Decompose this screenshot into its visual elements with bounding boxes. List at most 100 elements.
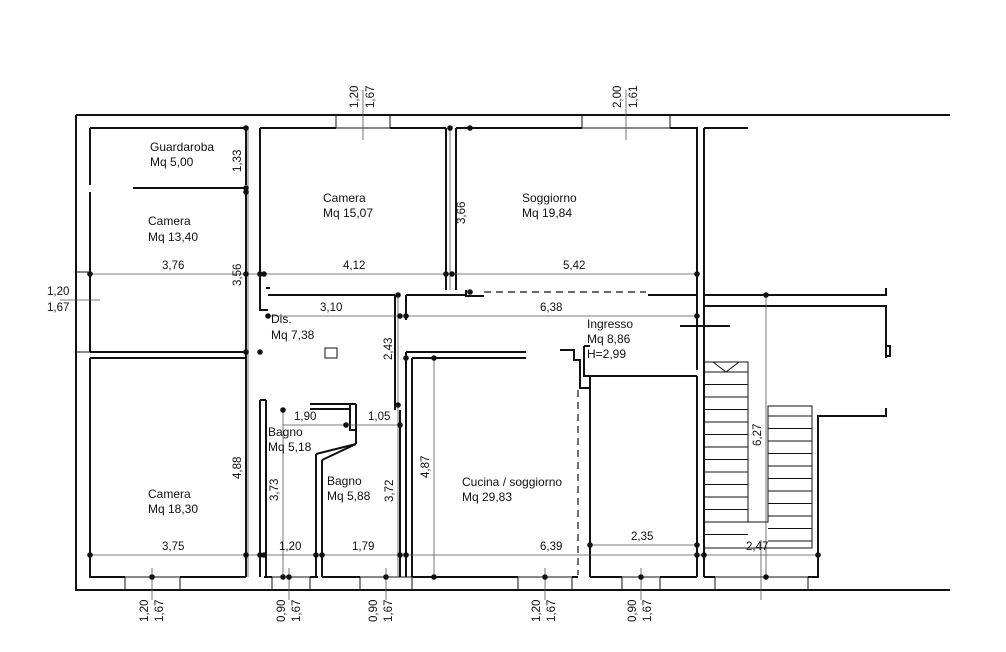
- dimension-dot: [694, 552, 700, 558]
- dimension-label: 4,87: [420, 456, 432, 478]
- dimension-dot: [243, 552, 249, 558]
- shaft-symbol: [324, 347, 338, 359]
- dimension-dot: [319, 552, 325, 558]
- dimension-dot: [257, 271, 263, 277]
- dimension-label: 3,66: [456, 202, 468, 224]
- room-name: Cucina / soggiorno: [462, 475, 562, 489]
- dimension-label: 3,76: [162, 260, 184, 272]
- dimension-dot: [280, 574, 286, 580]
- dimension-dot: [383, 574, 389, 580]
- dashed-lines: [484, 291, 646, 575]
- window-width-label: 0,90: [368, 600, 380, 622]
- dimension-label: 3,10: [320, 302, 342, 314]
- dimension-dot: [587, 542, 593, 548]
- dimension-label: 6,27: [752, 424, 764, 446]
- room-name: Soggiorno: [522, 191, 577, 205]
- dimension-dot: [149, 574, 155, 580]
- dimension-dot: [403, 355, 409, 361]
- dimension-dot: [243, 185, 249, 191]
- dimension-dot: [286, 574, 292, 580]
- dimension-label: 6,39: [540, 541, 562, 553]
- room-area: Mq 29,83: [462, 490, 512, 504]
- room-area: Mq 18,30: [148, 502, 198, 516]
- window-width-label: 2,00: [612, 86, 624, 108]
- dimension-dot: [397, 422, 403, 428]
- room-area: Mq 5,00: [150, 155, 194, 169]
- dimension-dot: [257, 349, 263, 355]
- dimension-label: 2,43: [383, 338, 395, 360]
- dimension-labels: 3,76 4,12 5,42 3,10 6,38 1,90 1,05 3,75 …: [162, 150, 768, 553]
- dimension-dot: [243, 189, 249, 195]
- dimension-label: 2,35: [631, 531, 653, 543]
- dimension-dot: [261, 271, 267, 277]
- room-name: Bagno: [327, 474, 362, 488]
- dimension-label: 3,75: [162, 541, 184, 553]
- dimension-label: 3,56: [232, 264, 244, 286]
- dimension-label: 1,05: [368, 411, 390, 423]
- window-width-label: 1,20: [349, 86, 361, 108]
- window-height-label: 1,61: [628, 86, 640, 108]
- window-width-label: 1,20: [139, 600, 151, 622]
- dimension-dot: [395, 402, 401, 408]
- room-name: Guardaroba: [150, 140, 214, 154]
- dimension-dot: [397, 552, 403, 558]
- dimension-label: 3,72: [384, 480, 396, 502]
- dimension-dot: [449, 271, 455, 277]
- dimension-dot: [763, 574, 769, 580]
- dimension-dot: [87, 552, 93, 558]
- dimension-dot: [397, 313, 403, 319]
- dimension-dot: [694, 271, 700, 277]
- dimension-dot: [257, 552, 263, 558]
- room-area: Mq 15,07: [323, 206, 373, 220]
- dimension-dot: [243, 125, 249, 131]
- dimension-dot: [431, 574, 437, 580]
- dimension-dot: [280, 407, 286, 413]
- dimension-dot: [313, 552, 319, 558]
- dimension-dot: [243, 271, 249, 277]
- room-area: Mq 5,88: [327, 489, 371, 503]
- window-width-label: 1,20: [531, 600, 543, 622]
- window-height-label: 1,67: [546, 600, 558, 622]
- dimension-dot: [431, 355, 437, 361]
- dimension-dot: [447, 125, 453, 131]
- window-height-label: 1,67: [365, 86, 377, 108]
- room-height: H=2,99: [587, 347, 626, 361]
- dimension-dot: [701, 552, 707, 558]
- window-height-label: 1,67: [642, 600, 654, 622]
- room-area: Mq 8,86: [587, 332, 631, 346]
- dimension-label: 6,38: [540, 302, 562, 314]
- dimension-label: 1,33: [232, 150, 244, 172]
- dimension-dot: [467, 289, 473, 295]
- window-width-label: 0,90: [276, 600, 288, 622]
- window-width-label: 1,20: [47, 286, 69, 298]
- window-height-label: 1,67: [383, 600, 395, 622]
- dimension-label: 1,79: [352, 541, 374, 553]
- dimension-dot: [395, 292, 401, 298]
- dimension-dot: [403, 313, 409, 319]
- dimension-label: 3,73: [269, 479, 281, 501]
- dimension-dots: [87, 125, 821, 580]
- dimension-dot: [694, 313, 700, 319]
- window-height-label: 1,67: [291, 600, 303, 622]
- dimension-dot: [87, 271, 93, 277]
- window-height-label: 1,67: [47, 302, 69, 314]
- dimension-dot: [694, 542, 700, 548]
- dimension-label: 1,90: [294, 411, 316, 423]
- dimension-dot: [243, 349, 249, 355]
- room-area: Mq 5,18: [268, 440, 312, 454]
- dimension-dot: [265, 313, 271, 319]
- dimension-label: 2,47: [746, 541, 768, 553]
- room-name: Camera: [148, 487, 191, 501]
- dimension-dot: [638, 574, 644, 580]
- room-name: Camera: [323, 191, 366, 205]
- dimension-dot: [261, 552, 267, 558]
- room-labels: Guardaroba Mq 5,00 Camera Mq 13,40 Camer…: [148, 140, 633, 516]
- dimension-dot: [542, 574, 548, 580]
- staircase: [704, 361, 813, 549]
- room-name: Bagno: [268, 425, 303, 439]
- dimension-dot: [815, 552, 821, 558]
- dimension-dot: [343, 422, 349, 428]
- dimension-label: 1,20: [279, 541, 301, 553]
- room-area: Mq 13,40: [148, 230, 198, 244]
- dimension-label: 4,12: [343, 260, 365, 272]
